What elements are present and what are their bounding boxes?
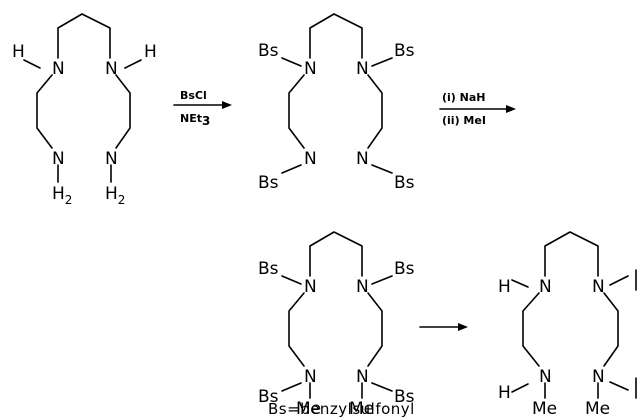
atom-n: N [592,277,605,297]
atom-bs: Bs [394,259,415,279]
atom-n: N [356,277,369,297]
molecule-deprotected-dimethyl: H N N H N N Me Me [498,231,637,418]
atom-me: Me [349,399,374,418]
legend-bs-definition: Bs=benzylsulfonyl [268,400,415,418]
atom-n: N [356,149,369,169]
atom-n: N [539,367,552,387]
atom-bs: Bs [258,173,279,193]
atom-h: H [12,42,25,62]
atom-bs: Bs [394,41,415,61]
reagent-nah: (i) NaH [442,91,486,104]
atom-bs: Bs [394,387,415,407]
atom-h: H [498,277,511,297]
atom-n: N [105,59,118,79]
reaction-arrow-1: BsCl NEt3 [173,89,232,128]
atom-n: N [592,367,605,387]
reagent-bscl: BsCl [180,89,207,102]
atom-n: N [52,149,65,169]
atom-bs: Bs [258,387,279,407]
atom-n: N [356,59,369,79]
atom-n: N [304,59,317,79]
reaction-arrow-3 [419,323,468,331]
atom-me: Me [532,399,557,418]
atom-n: N [304,149,317,169]
atom-h2: H2 [105,184,125,207]
atom-h: H [144,42,157,62]
atom-n: N [304,277,317,297]
atom-h2: H2 [52,184,72,207]
atom-n: N [539,277,552,297]
molecule-tetra-bs-protected: Bs N N Bs N N Bs Bs [258,13,415,193]
molecule-tetra-bs-dimethyl: Bs N N Bs N N Bs Bs Me Me [258,231,415,418]
atom-bs: Bs [394,173,415,193]
atom-n: N [304,367,317,387]
molecule-starting-tetraamine: H N N H N N H2 H2 [12,13,157,207]
atom-me: Me [585,399,610,418]
reagent-net3: NEt3 [180,112,210,128]
atom-n: N [105,149,118,169]
atom-bs: Bs [258,41,279,61]
atom-n: N [356,367,369,387]
reaction-arrow-2: (i) NaH (ii) MeI [439,91,516,127]
reagent-mei: (ii) MeI [442,114,486,127]
atom-n: N [52,59,65,79]
atom-bs: Bs [258,259,279,279]
atom-h: H [498,383,511,403]
atom-me: Me [296,399,321,418]
